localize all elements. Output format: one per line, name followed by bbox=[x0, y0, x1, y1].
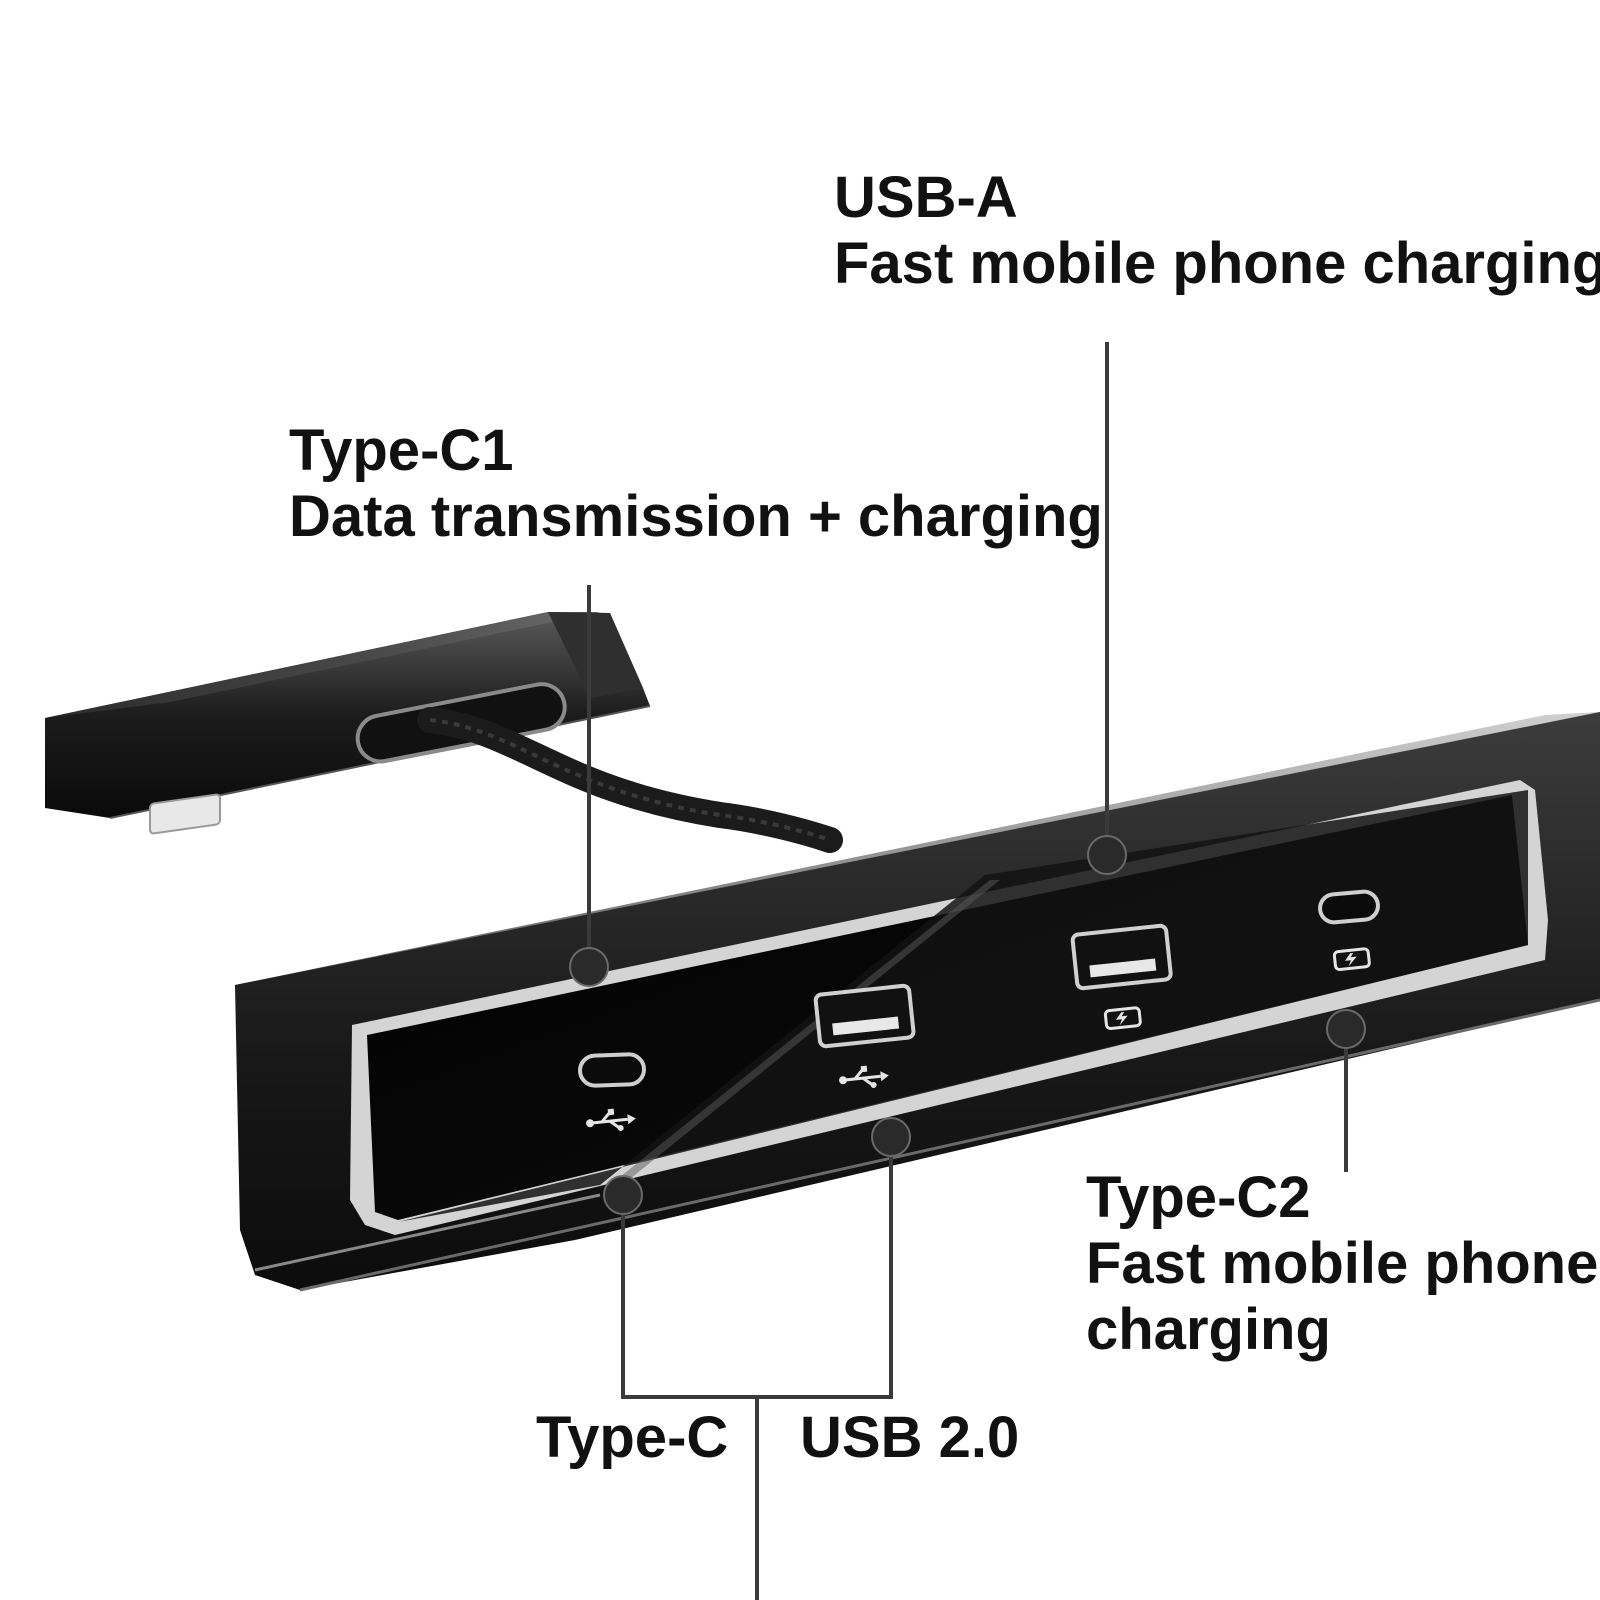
type-c1-description: Data transmission + charging bbox=[289, 484, 1103, 549]
usb-c-port-icon bbox=[578, 1052, 646, 1088]
usb-2-0-title: USB 2.0 bbox=[800, 1405, 1020, 1470]
type-c2-callout: Type-C2 Fast mobile phone charging bbox=[1086, 1165, 1598, 1363]
plug-connector bbox=[45, 612, 651, 835]
battery-charging-icon bbox=[1103, 1006, 1142, 1031]
usb20-dot bbox=[871, 1117, 911, 1157]
type-c1-title: Type-C1 bbox=[289, 418, 514, 483]
port-usb-2-0 bbox=[813, 983, 916, 1089]
usb-a-title: USB-A bbox=[834, 165, 1018, 230]
type-c2-title: Type-C2 bbox=[1086, 1165, 1311, 1230]
type-c2-description-line2: charging bbox=[1086, 1297, 1331, 1362]
port-usb-a bbox=[1070, 923, 1173, 1031]
hub-body bbox=[235, 712, 1600, 1292]
usb-symbol-icon bbox=[839, 1065, 889, 1089]
port-type-c2 bbox=[1318, 889, 1380, 972]
type-c-title: Type-C bbox=[536, 1405, 729, 1470]
port-type-c1 bbox=[578, 1052, 646, 1132]
callout-dots bbox=[569, 835, 1366, 1215]
type-c2-dot bbox=[1326, 1009, 1366, 1049]
type-c-dot bbox=[603, 1175, 643, 1215]
leader-lines bbox=[587, 342, 1348, 1600]
type-c2-description-line1: Fast mobile phone bbox=[1086, 1231, 1599, 1296]
type-c-callout: Type-C bbox=[536, 1405, 728, 1471]
type-c1-callout: Type-C1 Data transmission + charging bbox=[289, 418, 1103, 550]
usb-c-port-icon bbox=[1318, 889, 1380, 925]
usb-a-dot bbox=[1087, 835, 1127, 875]
battery-charging-icon bbox=[1332, 947, 1371, 972]
usb-a-port-icon bbox=[813, 983, 916, 1049]
braided-cable bbox=[417, 707, 843, 853]
usb-symbol-icon bbox=[586, 1108, 636, 1132]
type-c1-dot bbox=[569, 947, 609, 987]
usb-2-0-callout: USB 2.0 bbox=[800, 1405, 1019, 1471]
usb-a-callout: USB-A Fast mobile phone charging bbox=[834, 165, 1600, 297]
usb-a-port-icon bbox=[1070, 923, 1173, 991]
usb-a-description: Fast mobile phone charging bbox=[834, 231, 1600, 296]
